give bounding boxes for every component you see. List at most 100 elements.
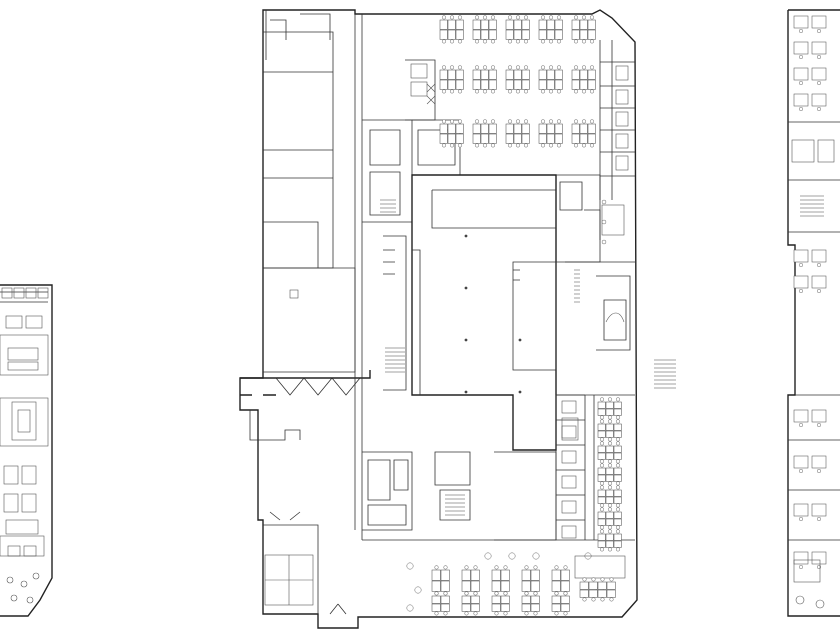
workstation-desk (480, 79, 489, 90)
workstation-desk (521, 580, 531, 592)
chair (599, 481, 605, 486)
chair (515, 143, 521, 148)
workstation-desk (597, 445, 606, 453)
chair (589, 39, 595, 44)
workstation-desk (513, 79, 522, 90)
workstation-desk (597, 467, 606, 475)
workstation-desk (579, 69, 588, 80)
chair (443, 611, 448, 616)
chair (540, 39, 546, 44)
chair (457, 65, 463, 70)
workstation-desk (605, 540, 614, 548)
chair (607, 481, 613, 486)
chair (556, 39, 562, 44)
chair (798, 28, 804, 34)
west-rooms (263, 10, 356, 373)
office-table (561, 500, 577, 514)
chair (548, 119, 554, 124)
workstation-desk (571, 79, 580, 90)
workstation-desk (500, 580, 510, 592)
chair (457, 119, 463, 124)
workstation-desk (447, 79, 456, 90)
chair (607, 503, 613, 508)
workstation-desk (571, 29, 580, 40)
workstation-desk (811, 551, 827, 565)
workstation-desk (605, 408, 614, 416)
chair (548, 143, 554, 148)
chair (599, 397, 605, 402)
workstation-desk (538, 123, 547, 134)
workstation-desk (560, 603, 570, 612)
workstation-desk (538, 79, 547, 90)
workstation-desk (613, 540, 622, 548)
chair (494, 565, 499, 570)
workstation-desk (613, 518, 622, 526)
chair (482, 89, 488, 94)
chair (548, 89, 554, 94)
workstation-desk (551, 603, 561, 612)
workstation-desk (560, 580, 570, 592)
workstation-desk (579, 133, 588, 144)
chair (573, 119, 579, 124)
chair (473, 565, 478, 570)
workstation-desk (455, 123, 464, 134)
chair (441, 15, 447, 20)
chair (490, 15, 496, 20)
chair (599, 441, 605, 446)
workstation-desk (455, 133, 464, 144)
east-core (556, 174, 676, 389)
workstation-desk (811, 409, 827, 423)
workstation-desk (470, 603, 480, 612)
workstation-desk (571, 133, 580, 144)
chair (600, 577, 605, 582)
workstation-desk (513, 133, 522, 144)
workstation-desk (597, 589, 607, 598)
workstation-desk (513, 29, 522, 40)
workstation-desk (597, 474, 606, 482)
chair (490, 65, 496, 70)
chair (798, 288, 804, 294)
chair (816, 80, 822, 86)
chair (490, 89, 496, 94)
chair (816, 516, 822, 522)
chair (474, 15, 480, 20)
workstation-desk (613, 452, 622, 460)
workstation-desk (793, 409, 809, 423)
workstation-desk (613, 533, 622, 541)
chair (798, 54, 804, 60)
chair (503, 611, 508, 616)
chair (474, 89, 480, 94)
workstation-desk (811, 67, 827, 81)
chair (599, 485, 605, 490)
workstation-desk (793, 41, 809, 55)
workstation-desk (513, 69, 522, 80)
exterior-wall (239, 9, 638, 629)
lounge-chair (406, 562, 414, 570)
workstation-desk (560, 569, 570, 581)
chair (607, 547, 613, 552)
chair (434, 565, 439, 570)
workstation-desk (605, 489, 614, 497)
workstation-desk (546, 123, 555, 134)
workstation-desk (521, 595, 531, 604)
chair (523, 119, 529, 124)
workstation-desk (530, 595, 540, 604)
chair (548, 15, 554, 20)
office-partitions (555, 394, 635, 540)
workstation-desk (431, 595, 441, 604)
chair (457, 15, 463, 20)
workstation-desk (811, 15, 827, 29)
chair (494, 611, 499, 616)
southwest-annex (263, 511, 319, 614)
chair (473, 611, 478, 616)
workstation-desk (472, 133, 481, 144)
workstation-desk (571, 69, 580, 80)
workstation-desk (538, 29, 547, 40)
workstation-desk (587, 29, 596, 40)
workstation-desk (613, 496, 622, 504)
chair (490, 143, 496, 148)
chair (548, 39, 554, 44)
workstation-desk (605, 474, 614, 482)
workstation-desk (480, 123, 489, 134)
workstation-desk (597, 533, 606, 541)
